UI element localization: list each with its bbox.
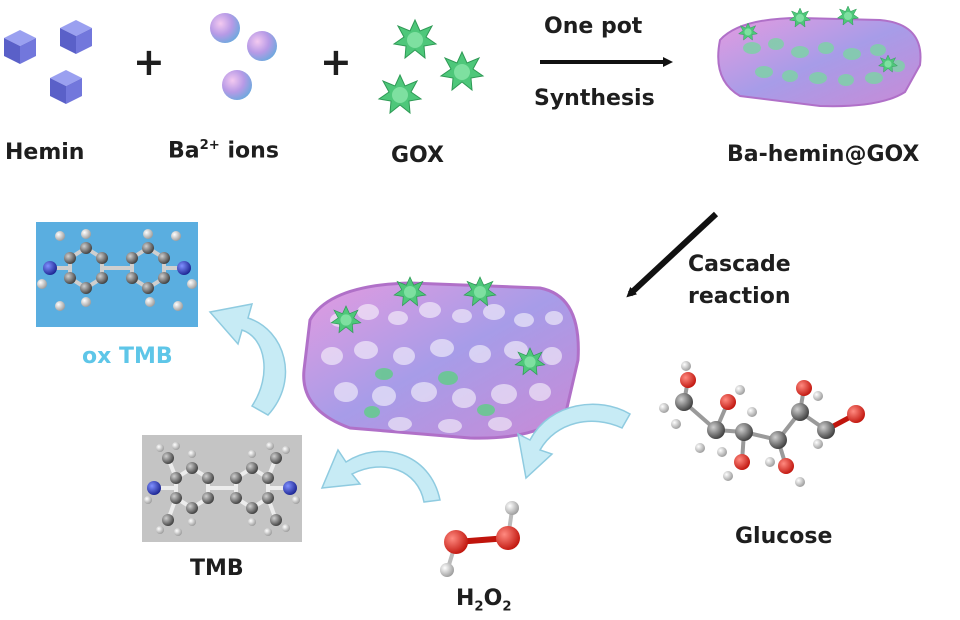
glucose-molecule xyxy=(659,361,865,487)
barium-ions-label: Ba2+ ions xyxy=(168,138,279,164)
cascade-label-line2: reaction xyxy=(688,284,791,309)
ox-tmb-label: ox TMB xyxy=(82,344,173,369)
barium-ions-icon xyxy=(210,13,277,100)
h2o2-molecule xyxy=(440,501,520,577)
nanoreactor-cage xyxy=(302,276,580,440)
gox-label: GOX xyxy=(391,143,444,168)
plus-sign-1: + xyxy=(133,40,165,84)
product-cage-icon xyxy=(717,5,922,108)
h2o2-label: H2O2 xyxy=(456,586,512,615)
cascade-label-line1: Cascade xyxy=(688,252,791,277)
ox-tmb-panel xyxy=(36,222,198,327)
cascade-arrow xyxy=(626,211,719,298)
gox-enzyme-icon xyxy=(378,19,484,114)
glucose-to-h2o2-arrow xyxy=(516,403,632,480)
tmb-to-oxtmb-arrow xyxy=(208,303,287,416)
hemin-cubes-icon xyxy=(4,20,92,104)
glucose-label: Glucose xyxy=(735,524,833,549)
plus-sign-2: + xyxy=(320,40,352,84)
product-label: Ba-hemin@GOX xyxy=(727,142,920,167)
hemin-label: Hemin xyxy=(5,140,85,165)
synthesis-label-line2: Synthesis xyxy=(534,86,655,111)
tmb-panel xyxy=(142,435,302,542)
synthesis-label-line1: One pot xyxy=(544,14,643,39)
tmb-label: TMB xyxy=(190,556,244,581)
h2o2-to-tmb-arrow xyxy=(320,448,441,503)
curved-arrows xyxy=(208,303,632,503)
